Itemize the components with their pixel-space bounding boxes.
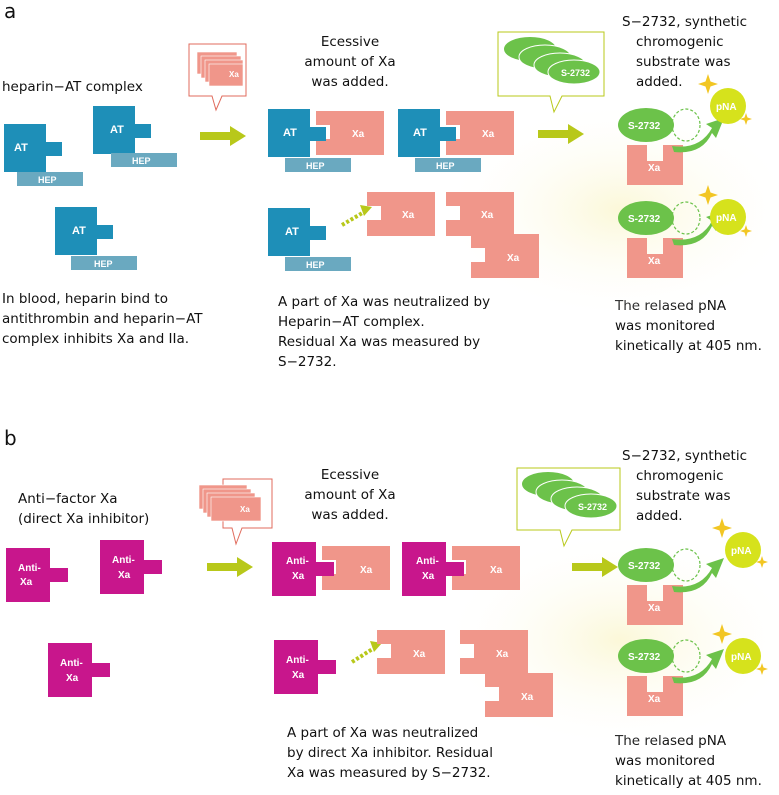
substrate-cleavage: S-2732 pNA Xa <box>618 74 752 185</box>
svg-text:pNA: pNA <box>731 652 752 663</box>
svg-text:Xa: Xa <box>482 129 495 140</box>
panel-b-title: Anti−factor Xa (direct Xa inhibitor) <box>18 491 150 527</box>
svg-text:Xa: Xa <box>292 670 305 681</box>
arrow-right-icon <box>207 557 253 577</box>
svg-text:S-2732: S-2732 <box>628 561 661 572</box>
panel-a-title: heparin−AT complex <box>2 79 143 95</box>
svg-text:Xa: Xa <box>360 565 373 576</box>
svg-text:HEP: HEP <box>436 161 455 171</box>
dotted-arrow-icon <box>340 210 366 227</box>
xa-molecule: Xa <box>377 630 445 674</box>
arrow-right-icon <box>200 126 246 146</box>
substrate-cleavage: S-2732 pNA Xa <box>618 518 768 625</box>
svg-text:Xa: Xa <box>422 571 435 582</box>
substrate-callout: S-2732 <box>497 31 605 114</box>
at-hep-complex: AT HEP <box>4 124 83 186</box>
svg-text:AT: AT <box>285 226 299 238</box>
svg-text:pNA: pNA <box>716 102 737 113</box>
at-xa-complex: AT Xa HEP <box>398 109 514 172</box>
svg-text:Xa: Xa <box>648 163 661 174</box>
anti-xa-molecule: Anti- Xa <box>6 548 68 602</box>
substrate-callout: S-2732 <box>516 467 621 548</box>
xa-molecule: Xa <box>446 192 514 236</box>
svg-text:Anti-: Anti- <box>286 556 309 567</box>
at-hep-complex: AT HEP <box>93 106 177 167</box>
svg-text:Anti-: Anti- <box>416 556 439 567</box>
panel-a-caption-left: In blood, heparin bind to antithrombin a… <box>2 291 203 347</box>
svg-text:HEP: HEP <box>306 260 325 270</box>
arrow-head-icon <box>360 205 372 216</box>
svg-text:Xa: Xa <box>66 673 79 684</box>
panel-b-caption-mid: A part of Xa was neutralized by direct X… <box>287 725 493 781</box>
panel-b-substrate-text: S−2732, synthetic chromogenic substrate … <box>622 448 748 524</box>
svg-text:S-2732: S-2732 <box>628 121 661 132</box>
svg-text:HEP: HEP <box>132 156 151 166</box>
svg-text:HEP: HEP <box>306 161 325 171</box>
svg-text:pNA: pNA <box>731 546 752 557</box>
svg-text:Xa: Xa <box>402 210 415 221</box>
anti-xa-molecule: Anti- Xa <box>100 540 162 594</box>
dotted-arrow-icon <box>350 646 376 664</box>
svg-text:pNA: pNA <box>716 213 737 224</box>
svg-text:Xa: Xa <box>481 210 494 221</box>
at-hep-complex: AT HEP <box>55 207 137 270</box>
svg-text:S-2732: S-2732 <box>628 214 661 225</box>
svg-text:Xa: Xa <box>648 603 661 614</box>
svg-text:S-2732: S-2732 <box>628 652 661 663</box>
xa-stack-callout: Xa <box>188 43 247 112</box>
svg-text:Xa: Xa <box>648 256 661 267</box>
svg-text:Anti-: Anti- <box>18 563 41 574</box>
xa-molecule: Xa <box>367 192 435 236</box>
svg-text:AT: AT <box>413 127 427 139</box>
svg-text:Xa: Xa <box>496 649 509 660</box>
svg-text:AT: AT <box>14 142 28 154</box>
svg-text:Xa: Xa <box>352 129 365 140</box>
xa-molecule: Xa <box>471 234 539 278</box>
svg-text:AT: AT <box>72 225 86 237</box>
panel-a-label: a <box>4 0 17 23</box>
anti-xa-complex: Anti- Xa Xa <box>272 542 390 596</box>
at-hep-complex: AT HEP <box>268 208 351 271</box>
svg-text:Anti-: Anti- <box>60 658 83 669</box>
svg-text:S-2732: S-2732 <box>578 502 607 512</box>
panel-b-excess-text: Ecessive amount of Xa was added. <box>304 467 396 523</box>
panel-b-label: b <box>4 426 17 450</box>
svg-text:Anti-: Anti- <box>286 655 309 666</box>
panel-a-substrate-text: S−2732, synthetic chromogenic substrate … <box>622 14 748 90</box>
xa-molecule: Xa <box>485 673 553 717</box>
anti-xa-molecule: Anti- Xa <box>48 643 110 697</box>
svg-text:Anti-: Anti- <box>112 555 135 566</box>
xa-stack-callout: Xa <box>198 478 273 546</box>
svg-text:Xa: Xa <box>490 565 503 576</box>
svg-text:Xa: Xa <box>240 505 250 514</box>
svg-text:Xa: Xa <box>507 253 520 264</box>
anti-xa-complex: Anti- Xa Xa <box>402 542 520 596</box>
svg-text:Xa: Xa <box>20 577 33 588</box>
svg-text:HEP: HEP <box>94 259 113 269</box>
svg-text:Xa: Xa <box>648 694 661 705</box>
svg-text:Xa: Xa <box>292 571 305 582</box>
substrate-cleavage: S-2732 pNA Xa <box>618 185 752 278</box>
panel-a-excess-text: Ecessive amount of Xa was added. <box>304 34 396 90</box>
svg-text:AT: AT <box>110 124 124 136</box>
svg-text:Xa: Xa <box>413 649 426 660</box>
svg-text:Xa: Xa <box>521 692 534 703</box>
svg-text:Xa: Xa <box>118 570 131 581</box>
at-xa-complex: AT Xa HEP <box>268 109 384 172</box>
xa-molecule: Xa <box>460 630 528 674</box>
svg-text:AT: AT <box>283 127 297 139</box>
svg-text:HEP: HEP <box>38 175 57 185</box>
svg-text:Xa: Xa <box>229 70 239 79</box>
svg-text:S-2732: S-2732 <box>561 68 590 78</box>
panel-a-caption-mid: A part of Xa was neutralized by Heparin−… <box>278 294 491 370</box>
substrate-cleavage: S-2732 pNA Xa <box>618 624 768 716</box>
anti-xa-molecule: Anti- Xa <box>274 640 336 694</box>
